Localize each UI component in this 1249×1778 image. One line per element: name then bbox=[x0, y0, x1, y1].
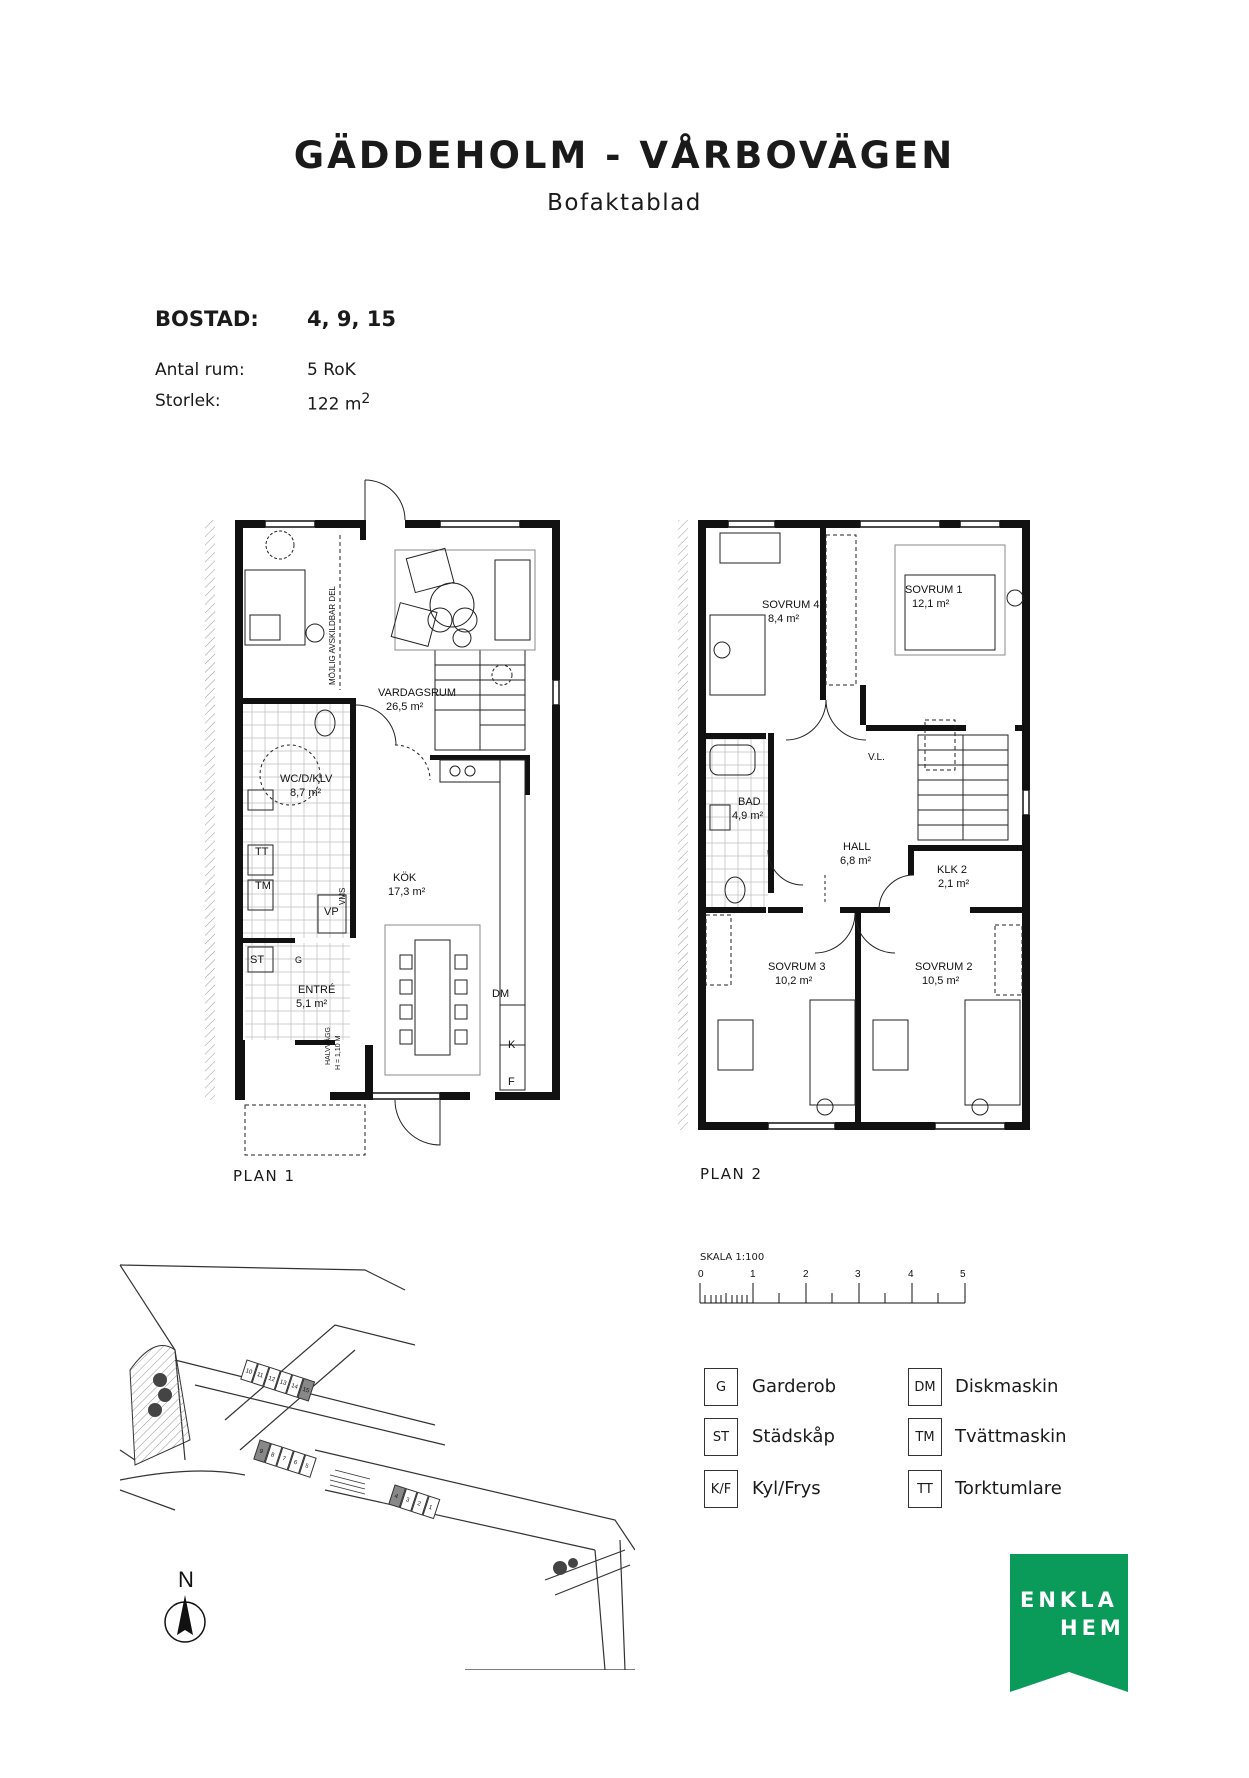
rooms-label: Antal rum: bbox=[155, 360, 245, 380]
scale-tick-label: 2 bbox=[803, 1269, 809, 1280]
unit-number: 8 bbox=[270, 1452, 276, 1459]
unit-number: 11 bbox=[256, 1372, 264, 1380]
scale-tick-label: 3 bbox=[855, 1269, 861, 1280]
plan1-room-area: 5,1 m² bbox=[296, 998, 328, 1010]
bostad-label: BOSTAD: bbox=[155, 307, 259, 331]
scale-tick-label: 1 bbox=[750, 1269, 756, 1280]
plan2-room-name: SOVRUM 3 bbox=[768, 961, 825, 973]
g-label: G bbox=[295, 955, 302, 965]
halvvagg-height-label: H = 1,10 M bbox=[335, 1035, 342, 1070]
tm-label: TM bbox=[255, 880, 271, 892]
legend-code: K/F bbox=[704, 1470, 738, 1508]
size-label: Storlek: bbox=[155, 391, 221, 411]
plan2-floorplan: SOVRUM 4 8,4 m² SOVRUM 1 12,1 m² BAD 4,9… bbox=[678, 520, 1030, 1130]
plan2-room-area: 8,4 m² bbox=[768, 613, 800, 625]
plan2-room-name: HALL bbox=[843, 841, 871, 853]
legend-code: G bbox=[704, 1368, 738, 1406]
legend-text: Tvättmaskin bbox=[955, 1426, 1067, 1447]
plan1-room-name: KÖK bbox=[393, 872, 417, 884]
plan2-room-area: 6,8 m² bbox=[840, 855, 872, 867]
plan1-floorplan: VARDAGSRUM 26,5 m² WC/D/KLV 8,7 m² KÖK 1… bbox=[205, 479, 560, 1156]
north-arrow-icon: N bbox=[164, 1567, 206, 1643]
logo-line1: ENKLA bbox=[1020, 1588, 1118, 1612]
plan1-room-name: VARDAGSRUM bbox=[378, 687, 456, 699]
vms-label: VMS bbox=[338, 888, 347, 905]
plan2-room-name: SOVRUM 1 bbox=[905, 584, 962, 596]
page-title: GÄDDEHOLM - VÅRBOVÄGEN bbox=[293, 134, 956, 177]
unit-number: 10 bbox=[245, 1368, 254, 1376]
plan2-room-name: SOVRUM 4 bbox=[762, 599, 819, 611]
unit-number: 2 bbox=[416, 1501, 422, 1508]
scale-bar: 0 1 2 3 4 5 bbox=[698, 1269, 966, 1304]
legend-text: Städskåp bbox=[752, 1426, 835, 1447]
unit-number: 12 bbox=[267, 1376, 276, 1384]
tt-label: TT bbox=[255, 846, 269, 858]
legend-text: Kyl/Frys bbox=[752, 1478, 821, 1499]
legend-code: TM bbox=[908, 1418, 942, 1456]
page-subtitle: Bofaktablad bbox=[547, 190, 702, 216]
legend-code: TT bbox=[908, 1470, 942, 1508]
plan1-room-area: 8,7 m² bbox=[290, 787, 322, 799]
vp-label: VP bbox=[324, 906, 339, 918]
unit-number: 6 bbox=[293, 1460, 299, 1467]
unit-number: 15 bbox=[302, 1387, 311, 1395]
plan2-room-area: 10,5 m² bbox=[922, 975, 960, 987]
plan1-room-area: 26,5 m² bbox=[386, 701, 424, 713]
divider-label: MÖJLIG AVSKILDBAR DEL bbox=[328, 585, 337, 685]
legend-code: ST bbox=[704, 1418, 738, 1456]
unit-number: 13 bbox=[279, 1379, 288, 1387]
f-label: F bbox=[508, 1076, 515, 1088]
plan2-room-area: 10,2 m² bbox=[775, 975, 813, 987]
dm-label: DM bbox=[492, 988, 509, 1000]
plan2-room-area: 4,9 m² bbox=[732, 810, 764, 822]
size-value: 122 m2 bbox=[307, 391, 371, 415]
unit-number: 3 bbox=[405, 1497, 411, 1504]
unit-number: 7 bbox=[281, 1456, 287, 1463]
logo-line2: HEM bbox=[1060, 1616, 1125, 1640]
k-label: K bbox=[508, 1039, 516, 1051]
vl-label: V.L. bbox=[868, 752, 885, 763]
plan1-room-name: WC/D/KLV bbox=[280, 773, 333, 785]
scale-tick-label: 4 bbox=[908, 1269, 914, 1280]
unit-number: 9 bbox=[259, 1449, 265, 1456]
site-map: 10 11 12 13 14 15 9 8 7 6 5 4 3 2 1 N bbox=[119, 1264, 635, 1670]
legend-text: Diskmaskin bbox=[955, 1376, 1059, 1397]
plan2-room-name: BAD bbox=[738, 796, 761, 808]
scale-label: SKALA 1:100 bbox=[700, 1252, 765, 1263]
unit-number: 14 bbox=[290, 1383, 299, 1391]
plan2-room-name: KLK 2 bbox=[937, 864, 967, 876]
bostad-value: 4, 9, 15 bbox=[307, 307, 397, 331]
scale-tick-label: 5 bbox=[960, 1269, 966, 1280]
rooms-value: 5 RoK bbox=[307, 360, 356, 380]
plan2-room-name: SOVRUM 2 bbox=[915, 961, 972, 973]
legend-text: Garderob bbox=[752, 1376, 837, 1397]
halvvagg-label: HALVVÄGG bbox=[324, 1027, 332, 1065]
plan1-room-name: ENTRÉ bbox=[298, 983, 335, 996]
plan2-room-area: 12,1 m² bbox=[912, 598, 950, 610]
plan2-label: PLAN 2 bbox=[700, 1165, 763, 1183]
scale-tick-label: 0 bbox=[698, 1269, 704, 1280]
st-label: ST bbox=[250, 954, 264, 966]
legend-code: DM bbox=[908, 1368, 942, 1406]
plan1-label: PLAN 1 bbox=[233, 1167, 296, 1185]
north-label: N bbox=[178, 1567, 194, 1592]
unit-number: 1 bbox=[428, 1505, 434, 1512]
plan1-room-area: 17,3 m² bbox=[388, 886, 426, 898]
unit-number: 4 bbox=[394, 1494, 400, 1501]
enkla-hem-logo: ENKLA HEM bbox=[1010, 1554, 1128, 1692]
plan2-room-area: 2,1 m² bbox=[938, 878, 970, 890]
legend-text: Torktumlare bbox=[955, 1478, 1062, 1499]
logo-banner-icon bbox=[1010, 1554, 1128, 1692]
unit-number: 5 bbox=[304, 1463, 310, 1470]
